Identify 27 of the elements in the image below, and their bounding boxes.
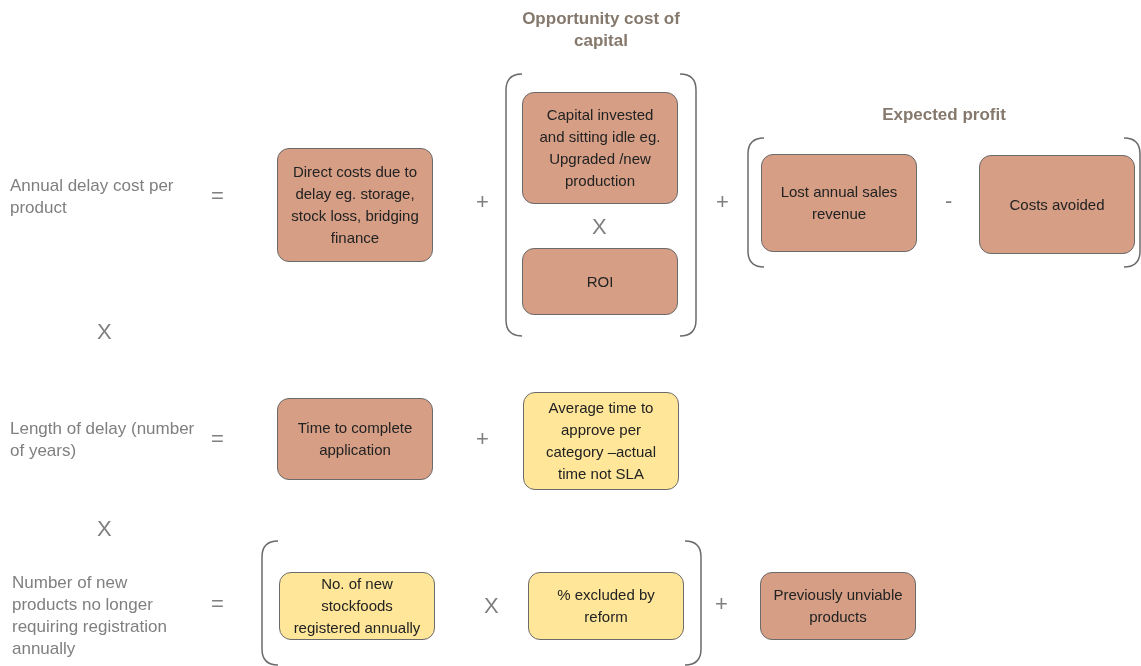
operator-sign: + [476,191,489,213]
process-box: No. of new stockfoods registered annually [279,572,435,640]
operator-sign: - [945,190,953,212]
group-heading: Opportunity cost of capital [521,8,681,52]
operator-sign: X [97,518,112,540]
process-box: Lost annual sales revenue [761,154,917,252]
operator-sign: = [211,593,224,615]
operator-sign: + [715,593,728,615]
formula-term: Number of new products no longer requiring registration annually [12,572,168,660]
process-box: ROI [522,248,678,315]
operator-sign: + [476,428,489,450]
operator-sign: = [211,428,224,450]
process-box: Costs avoided [979,155,1135,254]
operator-sign: X [484,595,499,617]
process-box: % excluded by reform [528,572,684,640]
process-box: Direct costs due to delay eg. storage, stock loss, bridging finance [277,148,433,262]
operator-sign: X [592,216,607,238]
operator-sign: X [97,321,112,343]
formula-term: Length of delay (number of years) [10,418,195,462]
operator-sign: + [716,191,729,213]
process-box: Time to complete application [277,398,433,480]
process-box: Average time to approve per category –actual time not SLA [523,392,679,490]
formula-term: Annual delay cost per product [10,175,175,219]
process-box: Capital invested and sitting idle eg. Upgraded /new production [522,92,678,204]
operator-sign: = [211,185,224,207]
group-heading: Expected profit [881,104,1007,126]
process-box: Previously unviable products [760,572,916,640]
